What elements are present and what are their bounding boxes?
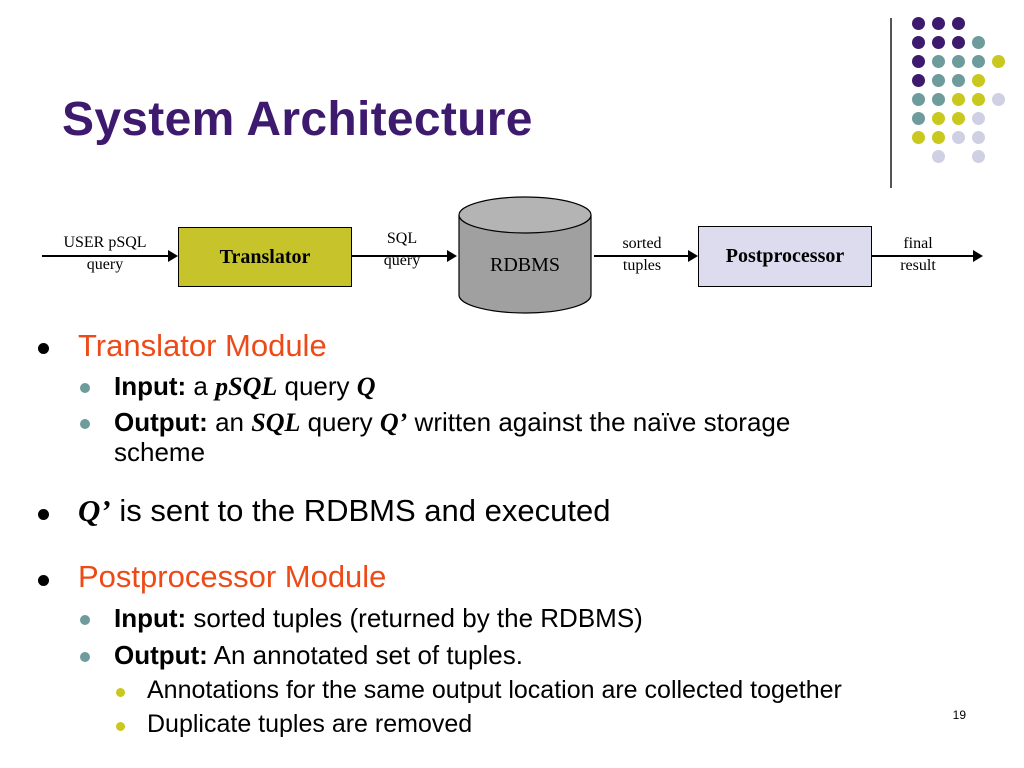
bullet-marker [116, 722, 125, 731]
arrow-sql [351, 250, 457, 262]
input-label-line-2: query [86, 256, 124, 273]
sql-query-label: SQL query [362, 228, 442, 272]
text: a [193, 371, 208, 401]
dot [972, 150, 985, 163]
postprocessor-input-line: Input: sorted tuples (returned by the RD… [114, 603, 643, 634]
sql-term: SQL [251, 408, 301, 437]
bullet-marker [80, 615, 90, 625]
dot [932, 112, 945, 125]
rdbms-label: RDBMS [489, 254, 561, 276]
dot [912, 131, 925, 144]
dot [932, 150, 945, 163]
text: an [215, 407, 244, 437]
text: sorted tuples (returned by the RDBMS) [193, 603, 643, 633]
dot [932, 93, 945, 106]
dot [932, 131, 945, 144]
text: An annotated set of tuples. [213, 640, 523, 670]
translator-box: Translator [178, 227, 352, 287]
dot [952, 17, 965, 30]
text: query [307, 407, 373, 437]
translator-output-line: Output: an SQL query Q’ written against … [114, 407, 790, 438]
final-label-line-1: final [903, 235, 933, 252]
dot [932, 55, 945, 68]
output-label: Output: [114, 640, 208, 670]
psql-term: pSQL [215, 372, 278, 401]
final-result-label: final result [880, 233, 956, 277]
dot [992, 55, 1005, 68]
dot [972, 36, 985, 49]
translator-module-heading: Translator Module [78, 328, 327, 363]
sorted-label-line-1: sorted [622, 235, 662, 252]
dot [912, 36, 925, 49]
bullet-marker [116, 688, 125, 697]
dot [972, 74, 985, 87]
input-label: Input: [114, 371, 187, 401]
postprocessor-output-line: Output: An annotated set of tuples. [114, 640, 523, 671]
dot [912, 93, 925, 106]
dot [972, 131, 985, 144]
input-label: USER pSQL query [40, 232, 170, 276]
postprocessor-box: Postprocessor [698, 226, 872, 287]
text: is sent to the RDBMS and executed [119, 493, 611, 528]
sub-bullet-annotations: Annotations for the same output location… [147, 676, 842, 704]
arrow-sorted [594, 250, 698, 262]
arrow-input [42, 250, 178, 262]
dot [992, 93, 1005, 106]
dot [932, 36, 945, 49]
final-label-line-2: result [900, 257, 936, 274]
slide-title: System Architecture [62, 93, 533, 146]
sql-label-line-1: SQL [386, 230, 418, 247]
dot [952, 74, 965, 87]
arrow-final [871, 250, 983, 262]
q-term: Q [356, 372, 376, 401]
dot [912, 112, 925, 125]
input-label: Input: [114, 603, 187, 633]
bullet-marker [80, 383, 90, 393]
dot [952, 55, 965, 68]
dot [912, 55, 925, 68]
bullet-marker [38, 343, 49, 354]
rdbms-cylinder [458, 196, 592, 314]
dot [912, 74, 925, 87]
input-label-line-1: USER pSQL [63, 234, 147, 251]
sub-bullet-duplicates: Duplicate tuples are removed [147, 710, 473, 738]
dot [952, 112, 965, 125]
dot [952, 93, 965, 106]
dot [952, 131, 965, 144]
translator-input-line: Input: a pSQL query Q [114, 371, 376, 402]
sorted-tuples-label: sorted tuples [600, 233, 684, 277]
slide-number: 19 [952, 708, 966, 722]
bullet-marker [80, 419, 90, 429]
dot [912, 17, 925, 30]
translator-output-continuation: scheme [114, 437, 206, 467]
q-sent-line: Q’ is sent to the RDBMS and executed [78, 493, 610, 529]
text: written against the naïve storage [414, 407, 791, 437]
q-prime-term: Q’ [379, 408, 408, 437]
dot [972, 93, 985, 106]
bullet-marker [38, 575, 49, 586]
text: query [284, 371, 350, 401]
sql-label-line-2: query [383, 252, 421, 269]
bullet-marker [80, 652, 90, 662]
divider-line [890, 18, 892, 188]
dot [972, 112, 985, 125]
dot [972, 55, 985, 68]
sorted-label-line-2: tuples [622, 257, 662, 274]
postprocessor-module-heading: Postprocessor Module [78, 559, 387, 594]
output-label: Output: [114, 407, 208, 437]
dot [932, 17, 945, 30]
q-prime-term: Q’ [78, 493, 111, 528]
dot [952, 36, 965, 49]
bullet-marker [38, 509, 49, 520]
dot [932, 74, 945, 87]
